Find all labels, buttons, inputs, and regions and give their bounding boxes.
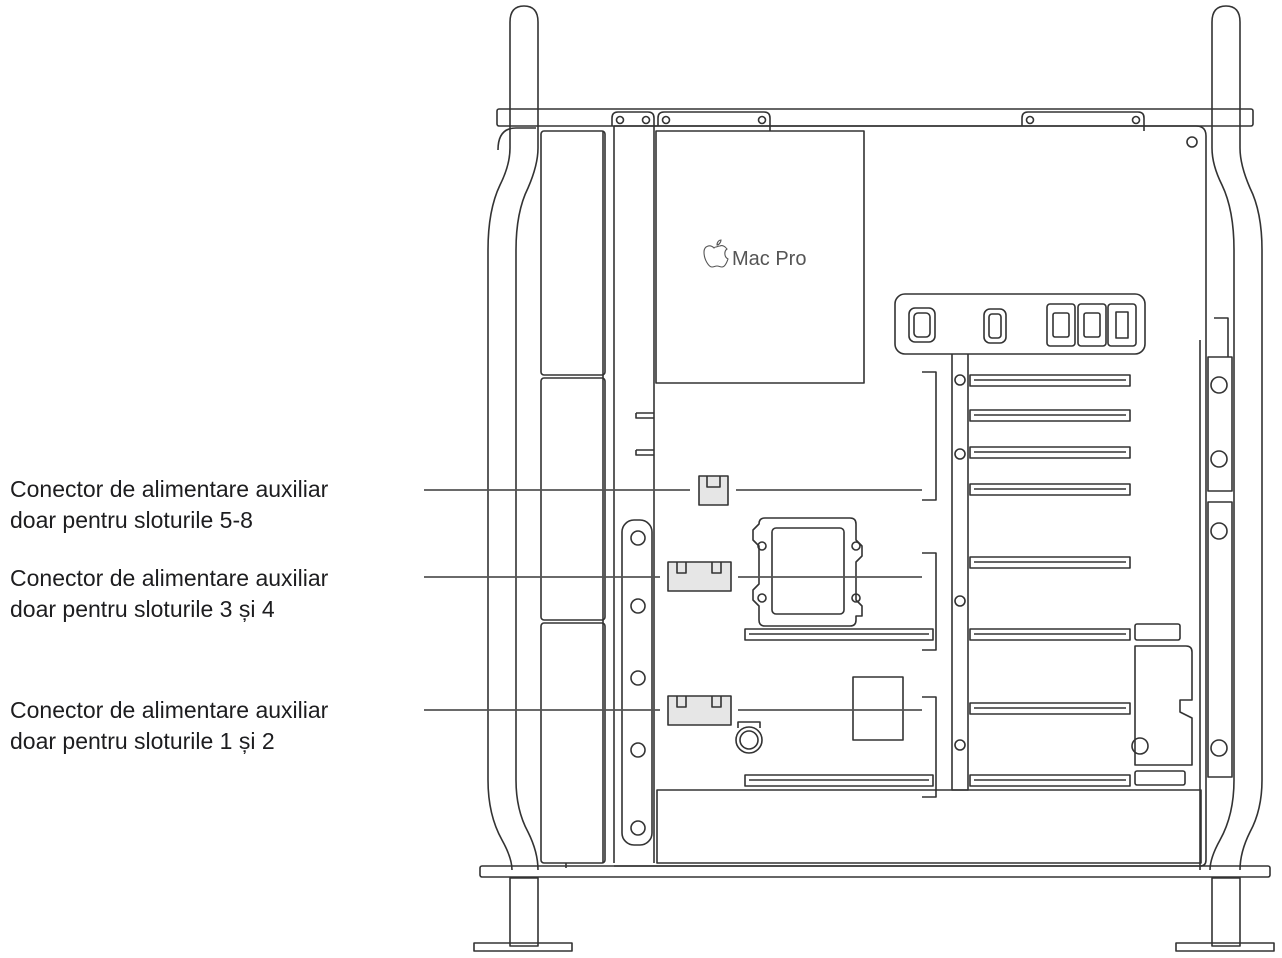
- callout-line-2: doar pentru sloturile 5-8: [10, 507, 253, 533]
- left-frame-handle: [473, 5, 573, 952]
- bottom-rail: [479, 865, 1271, 878]
- top-brackets: [611, 111, 1145, 131]
- io-panel: [894, 293, 1146, 355]
- mac-pro-logo: Mac Pro: [703, 239, 806, 270]
- chip: [852, 676, 904, 741]
- vertical-spine: [613, 126, 655, 863]
- power-supply: [656, 789, 1202, 864]
- aux-power-connector-slots-1-2: [667, 695, 732, 726]
- callout-label-slots-3-4: Conector de alimentare auxiliar doar pen…: [10, 563, 328, 625]
- callout-line-2: doar pentru sloturile 1 și 2: [10, 728, 275, 754]
- pcie-slots: [969, 374, 1131, 787]
- mac-pro-module: [655, 130, 865, 384]
- horizontal-slot-lower: [744, 774, 934, 787]
- aux-power-connector-slots-5-8: [698, 475, 729, 506]
- battery: [735, 721, 763, 754]
- right-frame-handle: [1175, 5, 1275, 952]
- mac-pro-logo-text: Mac Pro: [732, 248, 806, 270]
- callout-label-slots-5-8: Conector de alimentare auxiliar doar pen…: [10, 474, 328, 536]
- left-chassis-panels: [540, 130, 606, 868]
- leader-lines: [424, 489, 922, 711]
- pcie-card-guide: [951, 354, 969, 791]
- cpu-socket: [752, 517, 863, 627]
- callout-line-1: Conector de alimentare auxiliar: [10, 565, 329, 591]
- right-side-components: [1131, 623, 1193, 786]
- callout-line-2: doar pentru sloturile 3 și 4: [10, 596, 275, 622]
- apple-logo-icon: [703, 239, 729, 268]
- callout-line-1: Conector de alimentare auxiliar: [10, 697, 329, 723]
- callout-label-slots-1-2: Conector de alimentare auxiliar doar pen…: [10, 695, 328, 757]
- right-edge-brackets: [1199, 317, 1233, 870]
- aux-power-connector-slots-3-4: [667, 561, 732, 592]
- callout-line-1: Conector de alimentare auxiliar: [10, 476, 329, 502]
- motherboard-outline: [614, 125, 1207, 867]
- horizontal-slot-upper: [744, 628, 934, 641]
- slot-group-brackets: [922, 371, 937, 798]
